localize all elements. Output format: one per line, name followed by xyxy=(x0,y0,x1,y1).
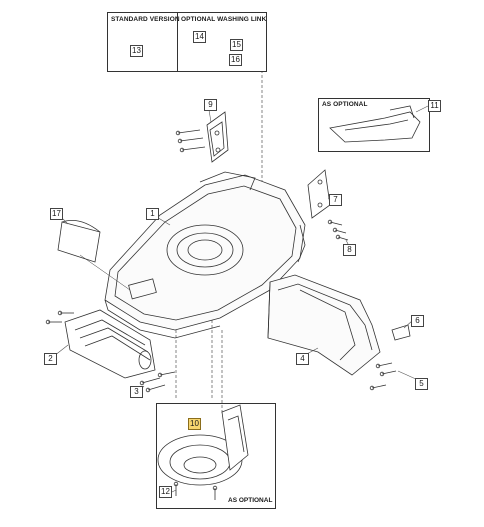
part-label-12[interactable]: 12 xyxy=(159,486,172,498)
part-10-mulching-plug xyxy=(157,404,249,486)
part-9-screws xyxy=(175,129,206,153)
optional-guard-title: AS OPTIONAL xyxy=(322,101,368,108)
part-label-4[interactable]: 4 xyxy=(296,353,309,365)
part-label-17[interactable]: 17 xyxy=(50,208,63,220)
part-label-5[interactable]: 5 xyxy=(415,378,428,390)
part-label-16[interactable]: 16 xyxy=(229,54,242,66)
optional-washing-link-box xyxy=(177,12,267,72)
part-8-screws xyxy=(327,219,349,241)
part-11-optional-guard xyxy=(329,105,421,143)
part-label-6[interactable]: 6 xyxy=(411,315,424,327)
part-7-bracket xyxy=(307,169,331,219)
part-5-screws xyxy=(369,362,397,391)
part-label-9[interactable]: 9 xyxy=(204,99,217,111)
part-9-bracket xyxy=(206,111,229,163)
part-4-grass-chute xyxy=(267,274,381,376)
part-2-rear-flap xyxy=(64,309,156,379)
part-2-screws xyxy=(45,310,74,325)
optional-guard-box xyxy=(318,98,430,152)
optional-plug-box xyxy=(156,403,276,509)
part-label-14[interactable]: 14 xyxy=(193,31,206,43)
part-3-screws xyxy=(139,371,176,393)
standard-version-title: STANDARD VERSION xyxy=(111,16,180,23)
part-label-3[interactable]: 3 xyxy=(130,386,143,398)
part-label-13[interactable]: 13 xyxy=(130,45,143,57)
deck-housing xyxy=(104,171,306,339)
part-label-7[interactable]: 7 xyxy=(329,194,342,206)
part-label-1[interactable]: 1 xyxy=(146,208,159,220)
optional-washing-link-title: OPTIONAL WASHING LINK xyxy=(181,16,267,23)
part-label-11[interactable]: 11 xyxy=(428,100,441,112)
part-label-15[interactable]: 15 xyxy=(230,39,243,51)
part-label-2[interactable]: 2 xyxy=(44,353,57,365)
part-label-8[interactable]: 8 xyxy=(343,244,356,256)
assembly-dashed-lines xyxy=(175,45,263,415)
part-label-10[interactable]: 10 xyxy=(188,418,201,430)
optional-plug-title: AS OPTIONAL xyxy=(228,497,273,504)
standard-version-box xyxy=(107,12,179,72)
part-6-bracket xyxy=(391,324,411,341)
part-17-cover xyxy=(57,219,131,291)
